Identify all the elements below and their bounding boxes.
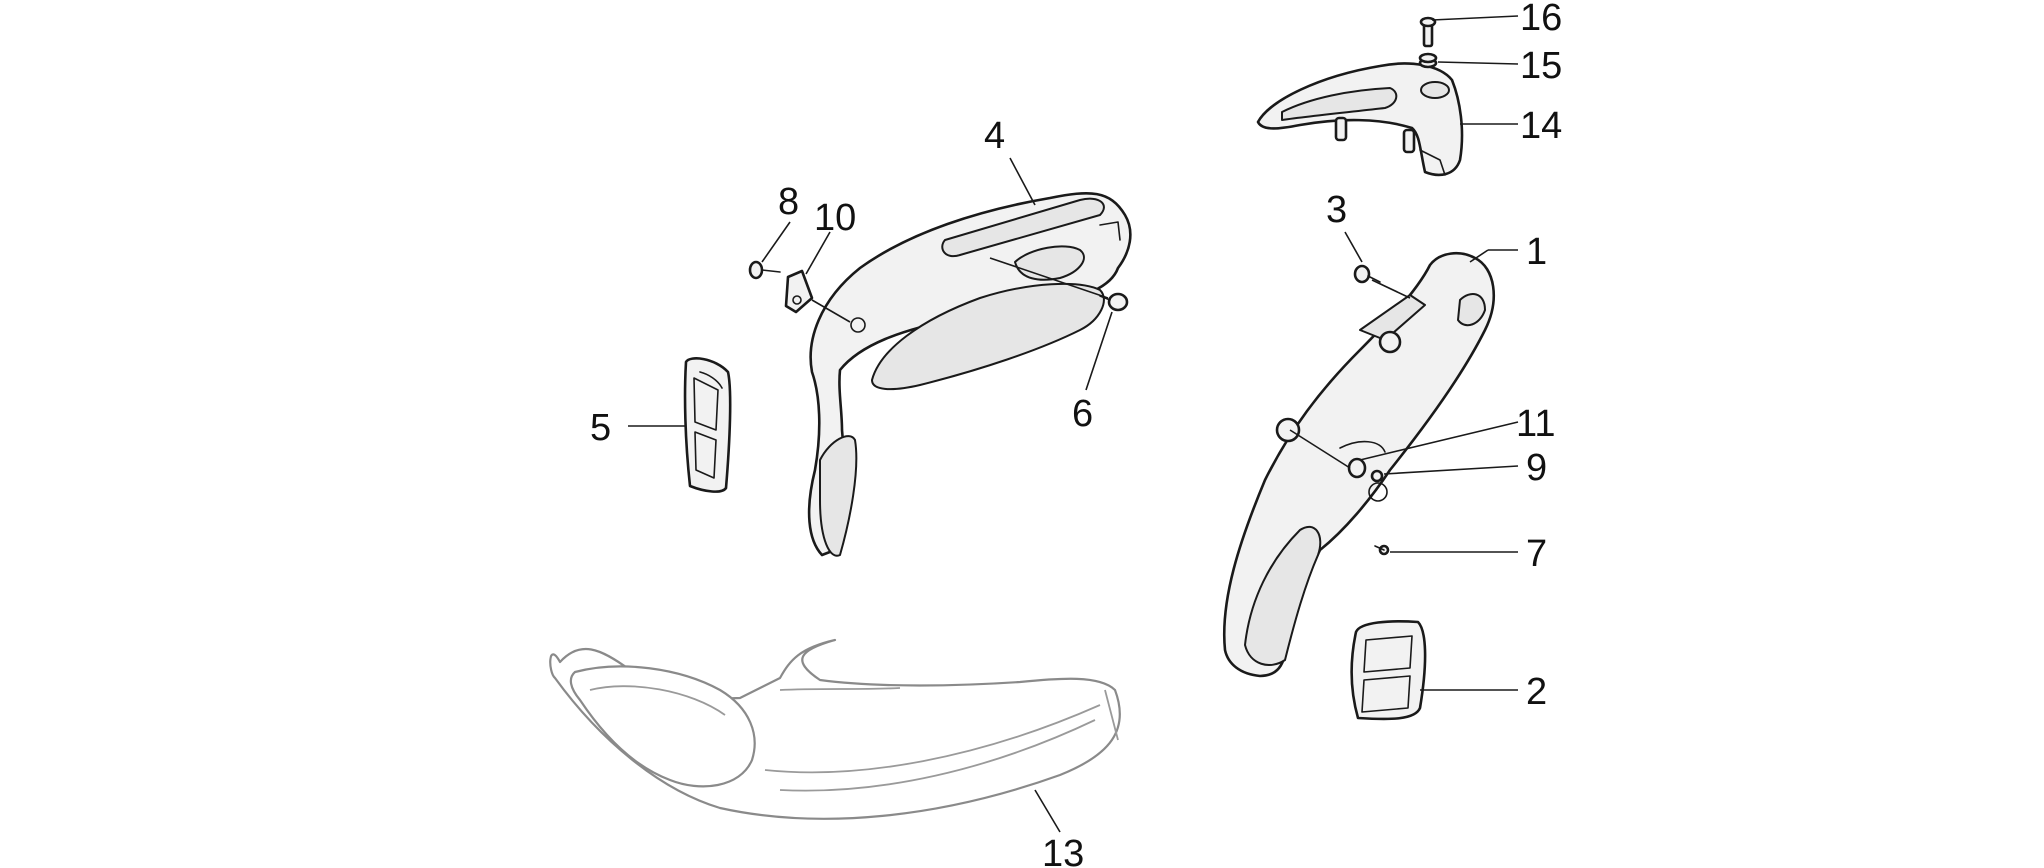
leader-9 <box>1383 465 1519 475</box>
callout-11: 11 <box>1516 403 1555 445</box>
part-14-tail-cover <box>1256 62 1464 177</box>
callout-labels: 1 2 3 4 5 6 7 8 9 10 11 13 14 15 16 <box>590 0 1562 868</box>
callout-3: 3 <box>1326 189 1347 231</box>
leader-8 <box>761 221 791 263</box>
leader-16 <box>1431 15 1519 21</box>
callout-6: 6 <box>1072 393 1093 435</box>
callout-2: 2 <box>1526 671 1547 713</box>
leader-lines <box>628 15 1519 833</box>
callout-1: 1 <box>1526 231 1547 273</box>
leader-11 <box>1359 421 1519 461</box>
leader-15 <box>1437 61 1519 65</box>
leader-10 <box>805 231 831 275</box>
leader-3 <box>1344 231 1363 263</box>
callout-7: 7 <box>1526 533 1547 575</box>
callout-9: 9 <box>1526 447 1547 489</box>
leader-13 <box>1034 789 1061 833</box>
part-10-clip-nut <box>784 269 814 314</box>
leader-3b <box>1371 279 1411 299</box>
leader-11b <box>1289 429 1351 469</box>
leader-4 <box>1009 157 1036 206</box>
callout-16: 16 <box>1520 0 1562 39</box>
part-13-seat <box>549 638 1121 820</box>
part-11-spacer <box>1347 457 1367 479</box>
part-2-right-grille <box>1350 620 1427 721</box>
part-16-bolt <box>1419 16 1437 48</box>
part-6-screw <box>1099 292 1129 312</box>
part-3-screw <box>1353 264 1381 284</box>
leader-1b <box>1469 249 1489 263</box>
part-15-washer <box>1418 52 1438 69</box>
callout-4: 4 <box>984 115 1005 157</box>
part-5-left-grille <box>683 357 732 493</box>
callout-13: 13 <box>1042 833 1084 868</box>
leader-10b <box>811 299 851 323</box>
part-4-left-side-cover <box>807 192 1132 557</box>
part-8-screw <box>748 260 781 280</box>
callout-10: 10 <box>814 197 856 239</box>
part-9-screw <box>1370 469 1384 483</box>
part-7-screw <box>1374 544 1390 556</box>
leader-6b <box>989 257 1109 299</box>
callout-8: 8 <box>778 181 799 223</box>
callout-15: 15 <box>1520 45 1562 87</box>
callout-5: 5 <box>590 407 611 449</box>
callout-14: 14 <box>1520 105 1562 147</box>
leader-6 <box>1085 311 1113 391</box>
